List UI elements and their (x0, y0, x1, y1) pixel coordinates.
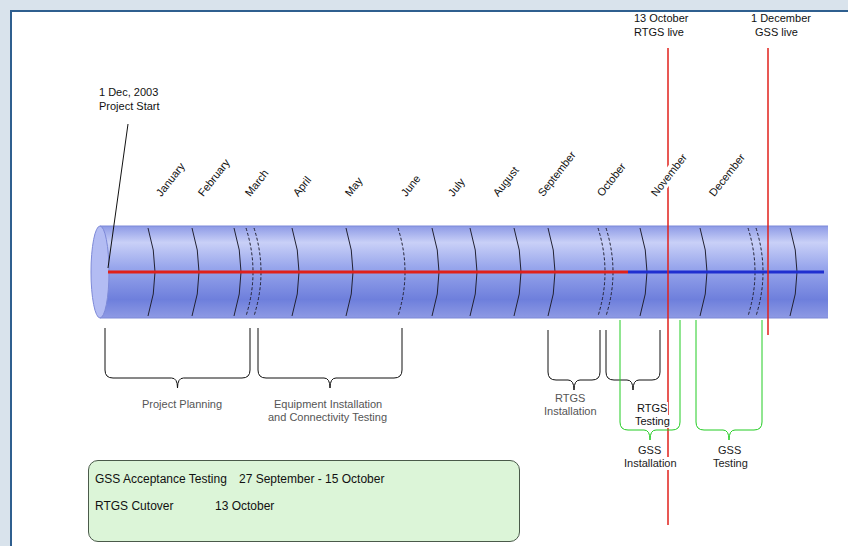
info-date: 27 September - 15 October (239, 472, 384, 486)
month-label: October (594, 160, 630, 200)
phase-brackets (105, 320, 762, 440)
phase-bracket (548, 330, 600, 390)
phase-label: Installation (543, 405, 598, 418)
month-label: January (153, 160, 189, 200)
tube-cap (91, 226, 109, 318)
month-label: August (490, 163, 523, 200)
tube-edge (100, 318, 828, 319)
date-label: 1 December (750, 12, 812, 25)
month-label: November (648, 150, 691, 200)
phase-label: GSS (637, 444, 662, 457)
month-label: June (398, 172, 424, 200)
date-label: 1 Dec, 2003 (98, 86, 159, 99)
milestone-line (667, 48, 669, 525)
month-label: May (342, 174, 366, 200)
phase-label: RTGS (636, 402, 668, 415)
phase-label: RTGS (554, 392, 586, 405)
info-box: GSS Acceptance Testing 27 September - 15 … (88, 460, 520, 542)
phase-label: and Connectivity Testing (267, 411, 388, 424)
milestone-label: Project Start (98, 100, 161, 113)
date-label: 13 October (633, 12, 689, 25)
phase-label: Testing (634, 415, 671, 428)
phase-bracket (696, 320, 762, 440)
milestone-label: GSS live (754, 26, 799, 39)
phase-bracket (105, 328, 250, 388)
phase-label: Equipment Installation (273, 398, 383, 411)
month-label: September (535, 148, 580, 200)
phase-label: Installation (623, 457, 678, 470)
leader-line (108, 124, 128, 268)
month-label: February (195, 156, 234, 200)
info-title: GSS Acceptance Testing (95, 472, 227, 486)
phase-label: GSS (717, 444, 742, 457)
phase-bracket (606, 330, 660, 390)
timeline-tube (100, 226, 828, 318)
month-label: April (290, 173, 315, 200)
progress-line-red (108, 271, 628, 274)
phase-label: Project Planning (141, 398, 223, 411)
phase-bracket (258, 328, 402, 388)
info-date: 13 October (215, 499, 274, 513)
info-title: RTGS Cutover (95, 499, 173, 513)
month-label: July (445, 175, 469, 200)
month-label: December (706, 150, 749, 200)
phase-label: Testing (712, 457, 749, 470)
milestone-line (767, 48, 769, 335)
progress-line-blue (628, 271, 824, 274)
tube-edge (100, 226, 828, 227)
month-label: March (242, 166, 272, 200)
milestone-label: RTGS live (633, 26, 685, 39)
phase-bracket (620, 320, 680, 440)
